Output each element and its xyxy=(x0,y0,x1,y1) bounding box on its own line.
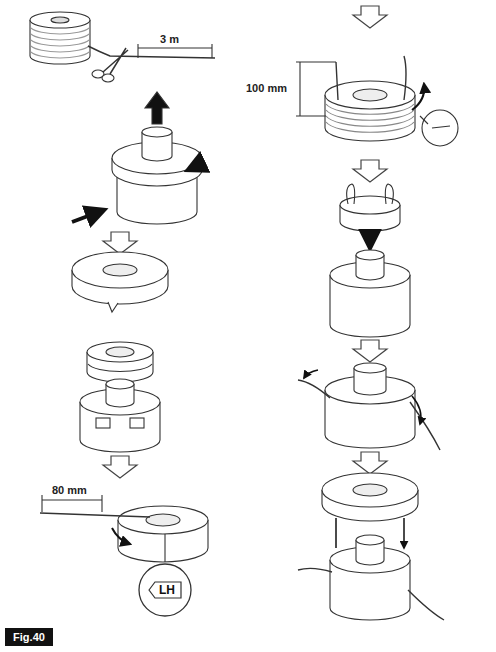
turn-arrow xyxy=(112,528,130,544)
post-top xyxy=(354,363,386,373)
spool-flange xyxy=(118,506,208,534)
scissors-blade xyxy=(103,48,128,74)
callout-circle xyxy=(139,564,191,616)
cutting-line xyxy=(40,513,150,517)
spool-hole xyxy=(106,347,134,357)
spool-hole xyxy=(353,89,387,101)
line-ends xyxy=(336,56,406,100)
dimension-label: 80 mm xyxy=(52,484,87,496)
housing-window xyxy=(130,418,144,428)
step-arrow xyxy=(353,340,387,362)
spool-flange xyxy=(325,81,415,109)
cover-tab xyxy=(108,302,118,312)
dimension-line xyxy=(138,44,212,58)
dimension-line xyxy=(296,62,336,116)
dimension-label: 3 m xyxy=(160,33,179,45)
direction-tag xyxy=(149,582,181,598)
press-arrow xyxy=(72,210,104,222)
cover-top xyxy=(72,252,168,288)
pulled-line xyxy=(298,380,440,450)
line-ends xyxy=(298,568,444,620)
figure-number-box: Fig.40 xyxy=(5,628,53,646)
step-arrow xyxy=(353,452,387,474)
spool-hole xyxy=(146,514,180,526)
hub-top xyxy=(142,127,172,137)
press-arrow xyxy=(188,162,205,170)
insert-arrow xyxy=(368,232,372,248)
pull-arrow xyxy=(412,396,421,424)
cover-top xyxy=(322,473,418,507)
scissors-handle xyxy=(102,74,114,82)
spool-flange xyxy=(87,342,153,362)
lift-arrow xyxy=(145,92,169,124)
line-roll-top xyxy=(30,12,90,28)
line-roll-hole xyxy=(51,17,69,23)
cover-hole xyxy=(353,484,387,496)
spool-groove xyxy=(88,364,152,372)
node-text: Fig.40 xyxy=(13,631,45,643)
post-top xyxy=(356,535,384,545)
detail-circle xyxy=(422,110,458,146)
step-arrow xyxy=(103,456,137,478)
step-arrow xyxy=(353,160,387,182)
line-loops xyxy=(347,184,394,204)
step-arrow xyxy=(353,6,387,28)
leader-line xyxy=(164,534,165,562)
step-arrow xyxy=(103,232,137,254)
spool-flange xyxy=(340,196,400,214)
detail-callout: LH xyxy=(137,562,193,618)
line-windings xyxy=(31,28,89,58)
pull-arrow xyxy=(304,370,318,378)
post-top xyxy=(106,379,134,389)
detail-line xyxy=(420,116,450,128)
housing-window xyxy=(96,418,110,428)
node-text: LH xyxy=(155,583,175,597)
post-top xyxy=(356,250,384,260)
cover-hole xyxy=(103,264,137,276)
assembly-arrow xyxy=(336,518,404,548)
turn-arrow xyxy=(412,84,424,110)
dimension-line xyxy=(42,495,102,512)
dimension-label: 100 mm xyxy=(246,82,287,94)
